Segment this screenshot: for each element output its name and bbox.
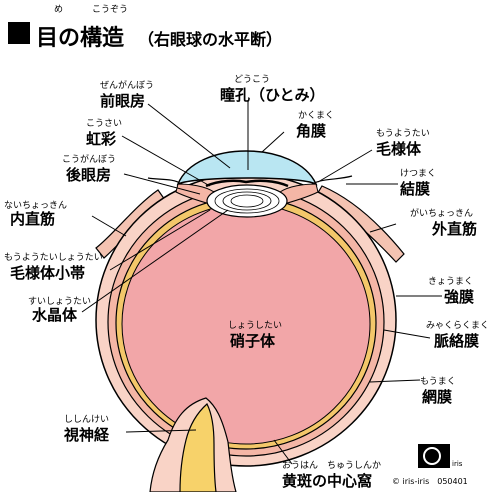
label-kouganbou: 後眼房 xyxy=(66,166,112,184)
title-main: 目の構造 xyxy=(36,26,125,51)
label-ruby-kyoumaku: きょうまく xyxy=(428,277,474,287)
optic-nerve-core-shape xyxy=(179,403,217,492)
label-shoushitai: 硝子体 xyxy=(230,332,276,350)
label-ketsumaku: 結膜 xyxy=(400,180,431,198)
leader-lines xyxy=(81,100,442,465)
label-ruby-kakumaku: かくまく xyxy=(298,111,335,121)
iris-shape xyxy=(205,179,289,188)
label-doukou: 瞳孔（ひとみ） xyxy=(220,86,325,104)
label-ruby-ouhan: おうはん ちゅうしんか xyxy=(282,461,382,471)
label-mouyoutai: 毛様体 xyxy=(376,140,422,158)
title-ruby-kouzou: こうぞう xyxy=(92,5,129,15)
label-ruby-suishoutai: すいしょうたい xyxy=(28,297,92,307)
title-ruby-me: め xyxy=(54,5,64,15)
label-ruby-shoushitai: しょうしたい xyxy=(228,321,283,331)
label-ruby-myakurakumaku: みゃくらくまく xyxy=(426,321,490,331)
label-ruby-shishinkei: ししんけい xyxy=(64,415,110,425)
label-zenganbou: 前眼房 xyxy=(100,92,146,110)
label-kousai: 虹彩 xyxy=(86,130,117,148)
label-ruby-zenganbou: ぜんがんぼう xyxy=(100,81,155,91)
label-moumaku: 網膜 xyxy=(422,388,453,406)
conjunctiva-right-shape xyxy=(311,175,353,185)
logo-text: iris xyxy=(452,460,463,468)
label-ruby-doukou: どうこう xyxy=(234,75,271,85)
label-gaichokkin: 外直筋 xyxy=(432,220,478,238)
credit-text: © iris-iris 050401 xyxy=(392,477,468,486)
conjunctiva-left-shape xyxy=(147,177,183,185)
label-kakumaku: 角膜 xyxy=(296,122,327,140)
label-myakurakumaku: 脈絡膜 xyxy=(434,332,480,350)
label-naichokkin: 内直筋 xyxy=(10,210,56,228)
label-kyoumaku: 強膜 xyxy=(444,288,475,306)
title-square-icon xyxy=(8,22,30,44)
lens-shape xyxy=(206,184,288,218)
label-ruby-kousai: こうさい xyxy=(86,119,123,129)
label-ruby-mouyoutai: もうようたい xyxy=(376,129,430,139)
title-sub: （右眼球の水平断） xyxy=(138,30,283,49)
lens-ring-1 xyxy=(214,188,280,214)
label-ruby-naichokkin: ないちょっきん xyxy=(4,201,68,211)
label-suishoutai: 水晶体 xyxy=(32,306,78,324)
lens-ring-2 xyxy=(222,191,272,211)
label-ruby-gaichokkin: がいちょっきん xyxy=(410,209,474,219)
label-ruby-kouganbou: こうがんぼう xyxy=(62,155,117,165)
iris-logo: iris xyxy=(418,444,463,468)
lens-ring-3 xyxy=(230,194,264,208)
label-ruby-moumaku: もうまく xyxy=(420,377,456,387)
label-ouhan: 黄斑の中心窩 xyxy=(282,472,373,490)
label-ruby-ketsumaku: けつまく xyxy=(400,169,437,179)
label-shishinkei: 視神経 xyxy=(64,426,110,444)
label-ruby-mouyoutaishoutai: もうようたいしょうたい xyxy=(4,253,103,263)
label-mouyoutaishoutai: 毛様体小帯 xyxy=(10,264,86,282)
